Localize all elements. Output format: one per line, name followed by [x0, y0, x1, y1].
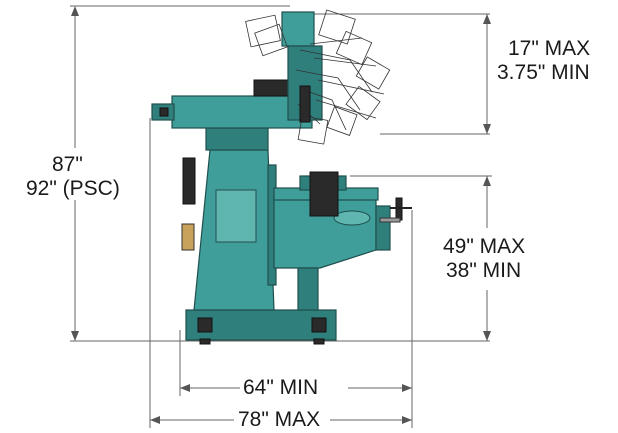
head-quill — [299, 85, 311, 123]
overall-height-label-line2: 92" (PSC) — [26, 177, 120, 200]
milling-head-swing-positions — [245, 9, 391, 145]
motor-box — [182, 157, 196, 205]
base-pad-left — [199, 338, 211, 345]
knee-crank-body — [333, 210, 371, 226]
side-box — [181, 223, 195, 251]
table-vise — [309, 171, 339, 217]
width-min-arrow-right — [402, 384, 412, 392]
width-min-label: 64" MIN — [243, 376, 319, 399]
table-height-arrow-bottom — [483, 331, 491, 341]
ram-travel-arrow-top — [483, 14, 491, 24]
head-motor — [281, 11, 315, 47]
table-height-arrow-top — [483, 176, 491, 186]
width-max-label: 78" MAX — [238, 408, 321, 431]
dimension-lines — [70, 5, 492, 428]
width-min-arrow-left — [180, 384, 190, 392]
overall-height-arrow-top — [71, 6, 79, 16]
base-foot-right — [311, 317, 327, 333]
ram-travel-label-max: 17" MAX — [508, 37, 591, 60]
turret — [205, 127, 269, 151]
overall-height-label-line1: 87" — [52, 153, 83, 176]
table-height-label-min: 38" MIN — [446, 259, 522, 282]
table-height-label-max: 49" MAX — [443, 235, 526, 258]
table-end-bracket — [375, 205, 391, 251]
base-pad-right — [313, 338, 325, 345]
width-max-arrow-right — [402, 416, 412, 424]
feed-lever — [379, 217, 401, 223]
ram-travel-arrow-bottom — [483, 124, 491, 134]
ram-travel-label-min: 3.75" MIN — [497, 61, 590, 84]
knee-column — [297, 267, 319, 311]
column-door-panel — [215, 189, 257, 243]
milling-machine — [151, 9, 412, 345]
width-max-arrow-left — [150, 416, 160, 424]
overall-height-arrow-bottom — [71, 331, 79, 341]
ram-rear-knob — [159, 107, 169, 117]
base-foot-left — [197, 317, 213, 333]
